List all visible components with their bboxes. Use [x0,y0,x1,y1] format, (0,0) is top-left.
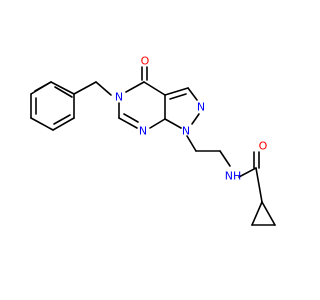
bond-c3a-c3-inner [169,93,187,100]
bond-benzyl-2 [95,81,112,96]
bond-benzene-6 [30,81,52,95]
bond-layer [30,66,276,226]
atom-label-layer: N O N N N NH O [115,55,268,183]
bond-benzene-3 [52,117,75,131]
bond-cyclopropane-3 [261,201,276,226]
atom-nitrogen-benzyl: N [115,91,123,104]
bond-cyclopropane-1 [251,201,263,226]
atom-nitrogen-pyrazole-2: N [197,101,205,114]
bond-benzene-1 [50,81,75,95]
bond-benzene-3-inner [53,114,71,125]
bond-ch2-nh [219,150,231,167]
bond-n2-n1 [191,113,200,125]
bond-benzene-4 [30,117,54,131]
bond-c3a-c3 [164,87,189,96]
bond-n5-c4 [125,81,145,93]
atom-nitrogen-pyrimidine: N [139,125,147,138]
bond-benzyl-1 [73,81,97,95]
bond-n1-c7a [164,118,182,129]
bond-n7-c6-inner [123,113,139,123]
atom-oxygen-ketone: O [141,55,150,68]
atom-nh-amide: NH [225,170,242,183]
bond-n7-c6 [118,117,138,129]
bond-n1-ch2 [186,135,197,152]
bond-co-cyclopropyl [255,167,263,203]
bond-benzene-1-inner [54,86,73,98]
atom-nitrogen-pyrazole-1: N [182,125,190,138]
molecule-structure-diagram: N O N N N NH O [30,55,276,226]
atom-oxygen-amide: O [259,140,268,153]
bond-c3-n2 [187,87,198,101]
bond-c7a-n7 [149,118,166,129]
bond-nh-co [238,167,257,178]
bond-c4-c3a [143,81,166,96]
